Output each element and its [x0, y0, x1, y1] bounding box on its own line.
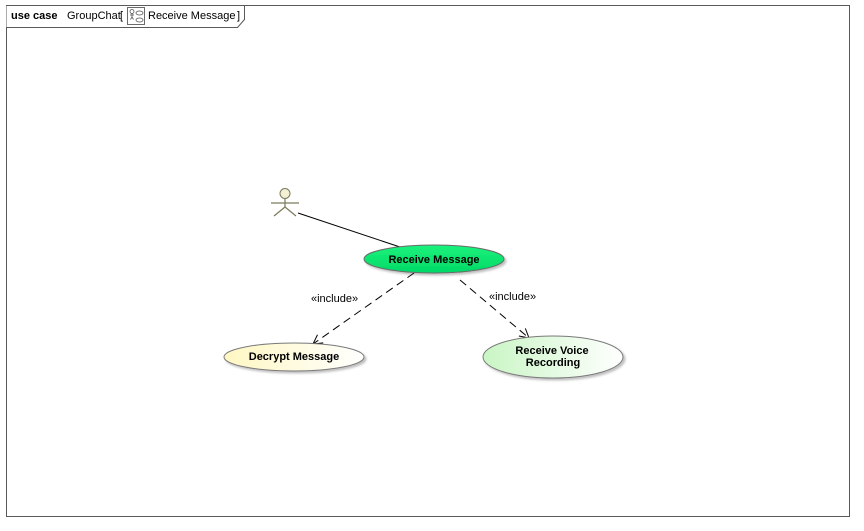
frame-name: GroupChat	[67, 10, 121, 22]
frame-bracket-close: ]	[237, 10, 240, 22]
use-case-label-line-1: Receive Voice	[515, 345, 588, 357]
association-line[interactable]	[297, 212, 401, 248]
use-case-decrypt-message[interactable]: Decrypt Message	[223, 342, 365, 372]
use-case-label: Receive Message	[388, 254, 479, 266]
frame-diagram-name: Receive Message	[148, 10, 235, 22]
use-case-diagram-icon	[127, 7, 145, 25]
include-dependency-right[interactable]	[459, 279, 530, 339]
use-case-receive-message[interactable]: Receive Message	[363, 244, 505, 274]
use-case-receive-voice-recording[interactable]: Receive Voice Recording	[482, 335, 624, 379]
frame-bracket-open: [	[120, 10, 123, 22]
include-stereotype-left: «include»	[311, 293, 358, 305]
include-dependency-left[interactable]	[312, 272, 415, 345]
frame-keyword: use case	[11, 10, 57, 22]
include-stereotype-right: «include»	[489, 291, 536, 303]
frame-header-tab: use case GroupChat [ Receive Message ]	[6, 5, 245, 28]
use-case-label: Decrypt Message	[249, 351, 340, 363]
actor-stick-figure-icon[interactable]	[271, 188, 299, 217]
use-case-label-line-2: Recording	[526, 357, 580, 369]
